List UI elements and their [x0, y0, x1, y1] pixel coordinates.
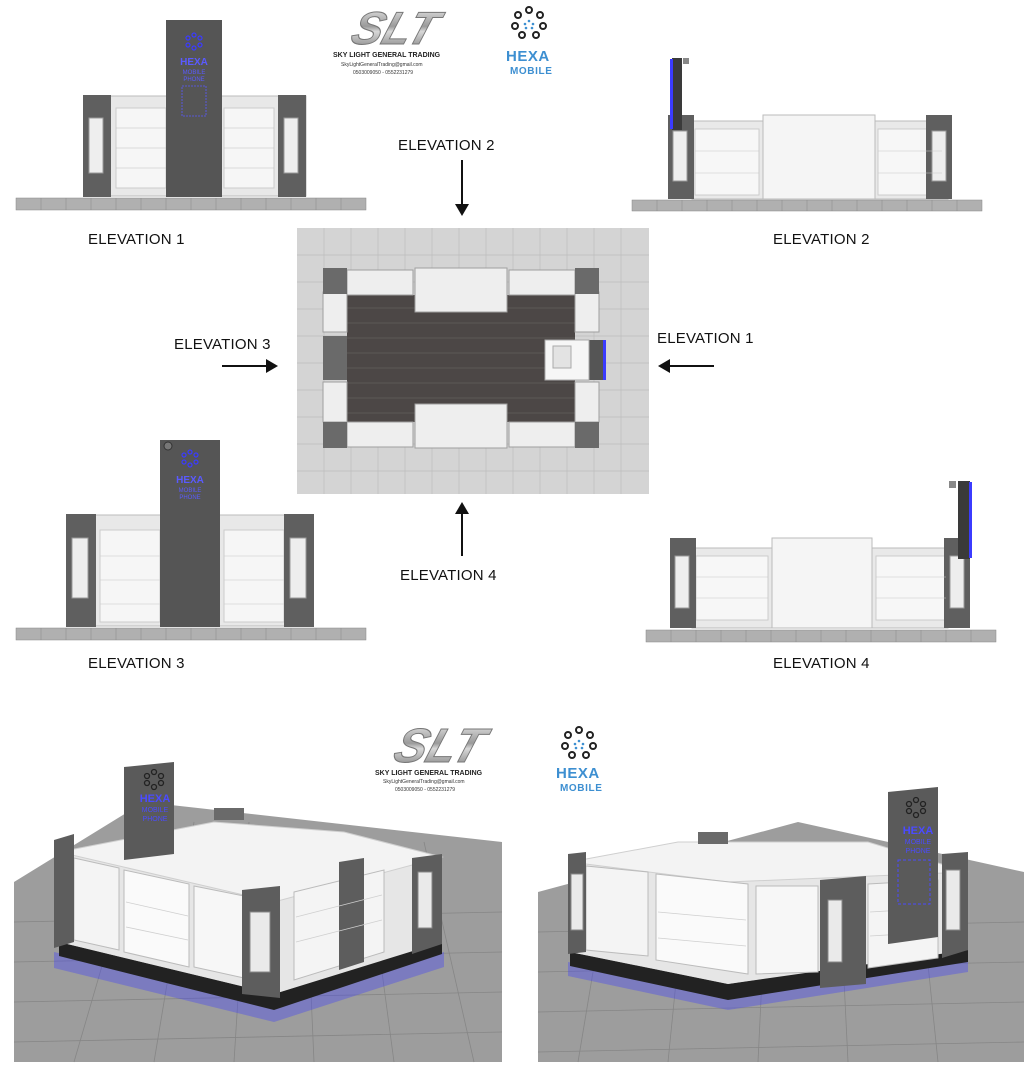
- sign-line3-e3: PHONE: [179, 495, 200, 501]
- elevation-2-label: ELEVATION 2: [773, 231, 870, 248]
- sign-line2-e1: MOBILE: [183, 70, 206, 76]
- sign-line2-render-left: MOBILE: [142, 807, 169, 814]
- elevation-4-label: ELEVATION 4: [773, 655, 870, 672]
- elevation-2-drawing: [631, 58, 983, 212]
- company-phone-bottom: 0503009050 - 0552231279: [395, 787, 456, 793]
- slt-logo-bottom: SLT SKY LIGHT GENERAL TRADING SkyLightGe…: [367, 718, 507, 798]
- elevation-1-drawing-body: HEXA MOBILE PHONE: [15, 20, 367, 211]
- hexa-sub-bottom: MOBILE: [560, 783, 603, 794]
- elevation-1-label: ELEVATION 1: [88, 231, 185, 248]
- arrow-top: [455, 160, 469, 216]
- elevation-3-label: ELEVATION 3: [88, 655, 185, 672]
- company-name: SKY LIGHT GENERAL TRADING: [333, 52, 441, 59]
- hexa-logo-top: HEXA MOBILE: [505, 4, 565, 79]
- elevation-4-drawing: [645, 481, 997, 643]
- plan-label-left: ELEVATION 3: [174, 336, 271, 353]
- sign-line3-render-right: PHONE: [906, 848, 931, 855]
- sign-line1-render-right: HEXA: [903, 825, 934, 837]
- render-3d-right: HEXA MOBILE PHONE: [537, 787, 1024, 1063]
- hexa-sub: MOBILE: [510, 66, 553, 77]
- company-name-bottom: SKY LIGHT GENERAL TRADING: [375, 770, 483, 777]
- hexa-word: HEXA: [506, 48, 550, 65]
- plan-view: [297, 228, 649, 494]
- plan-label-bottom: ELEVATION 4: [400, 567, 497, 584]
- hexa-word-bottom: HEXA: [556, 765, 600, 782]
- slt-logo-top: SLT SKY LIGHT GENERAL TRADING SkyLightGe…: [325, 2, 460, 80]
- sign-line1-render-left: HEXA: [140, 793, 171, 805]
- arrow-left: [222, 359, 278, 373]
- sign-line3-render-left: PHONE: [143, 816, 168, 823]
- arrow-right: [658, 359, 714, 373]
- plan-label-top: ELEVATION 2: [398, 137, 495, 154]
- hexa-dots-icon-bottom: [561, 726, 597, 759]
- sign-line1-e3: HEXA: [176, 475, 204, 486]
- sign-line1-e1: HEXA: [180, 57, 208, 68]
- company-email-bottom: SkyLightGeneralTrading@gmail.com: [383, 779, 465, 785]
- hexa-dots-icon: [511, 6, 547, 39]
- sign-line2-render-right: MOBILE: [905, 839, 932, 846]
- elevation-3-drawing: HEXA MOBILE PHONE: [15, 440, 367, 641]
- slt-logo-text: SLT: [345, 3, 449, 55]
- sign-line3-e1: PHONE: [183, 77, 204, 83]
- arrow-bottom: [455, 502, 469, 556]
- plan-label-right: ELEVATION 1: [657, 330, 754, 347]
- company-email: SkyLightGeneralTrading@gmail.com: [341, 62, 423, 68]
- render-3d-left: HEXA MOBILE PHONE: [13, 762, 503, 1063]
- sign-line2-e3: MOBILE: [179, 488, 202, 494]
- company-phone: 0503009050 - 0552231279: [353, 70, 414, 76]
- hexa-logo-bottom: HEXA MOBILE: [553, 724, 615, 799]
